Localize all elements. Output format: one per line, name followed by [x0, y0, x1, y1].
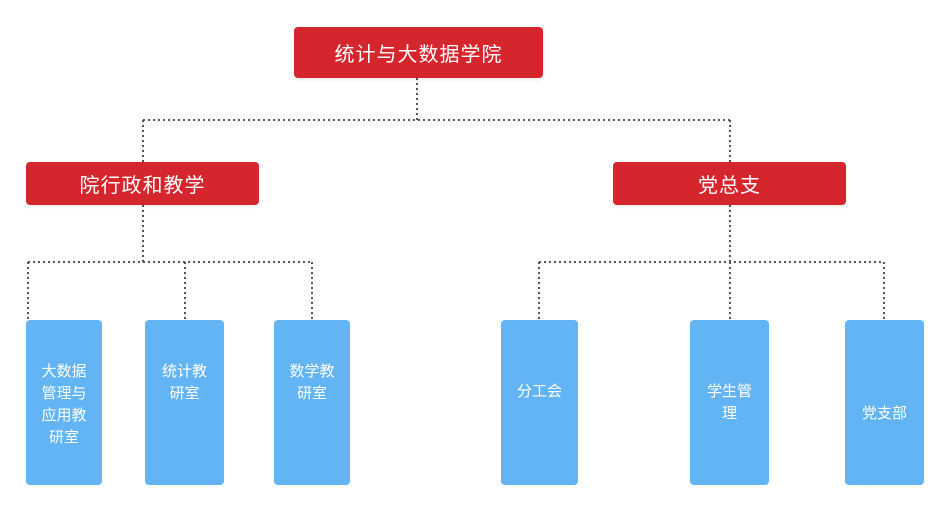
leaf-node-label: 大数据 管理与 应用教 研室 — [41, 362, 87, 446]
leaf-node-label: 统计教 研室 — [161, 362, 207, 402]
leaf-node-student-affairs: 学生管 理 — [690, 320, 769, 485]
branch-node-party-branch: 党总支 — [613, 162, 846, 205]
leaf-node-statistics-teaching-office: 统计教 研室 — [145, 320, 224, 485]
root-node: 统计与大数据学院 — [294, 27, 543, 78]
leaf-node-label: 分工会 — [516, 382, 562, 400]
leaf-node-label: 学生管 理 — [706, 382, 752, 422]
branch-node-admin-teaching: 院行政和教学 — [26, 162, 259, 205]
leaf-node-label: 党支部 — [861, 404, 907, 422]
leaf-node-bigdata-teaching-office: 大数据 管理与 应用教 研室 — [26, 320, 102, 485]
root-node-label: 统计与大数据学院 — [334, 42, 503, 66]
branch-node-label: 党总支 — [698, 173, 761, 197]
leaf-node-party-branch-unit: 党支部 — [845, 320, 924, 485]
branch-node-label: 院行政和教学 — [79, 173, 206, 197]
leaf-node-trade-union: 分工会 — [501, 320, 578, 485]
leaf-node-math-teaching-office: 数学教 研室 — [274, 320, 350, 485]
leaf-node-label: 数学教 研室 — [289, 362, 335, 402]
